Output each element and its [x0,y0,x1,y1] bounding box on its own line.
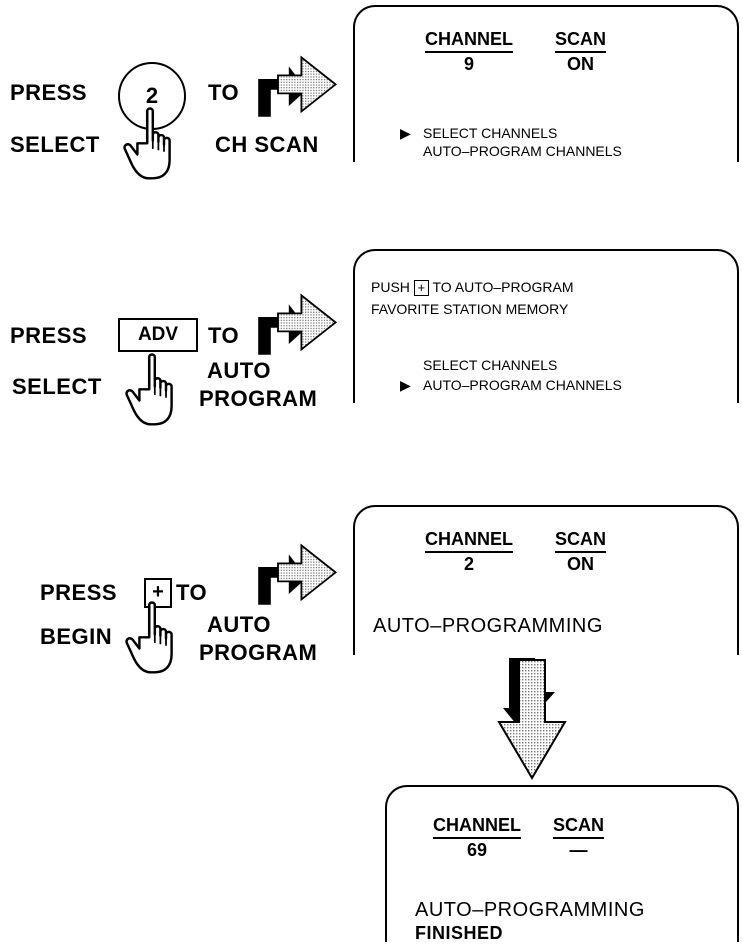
target-line-1: AUTO [207,358,271,383]
channel-header: CHANNEL 69 [433,815,521,860]
menu-item-auto-program[interactable]: AUTO–PROGRAM CHANNELS [423,143,622,159]
scan-value: ON [567,554,594,574]
scan-header: SCAN ON [555,29,607,74]
adv-button[interactable]: ADV [118,318,198,352]
scan-header: SCAN ON [555,529,607,574]
right-arrow-icon [250,540,342,612]
tv-screen-3: CHANNEL 2 SCAN ON AUTO–PROGRAMMING [353,505,739,655]
tv-screen-2: PUSH + TO AUTO–PROGRAM FAVORITE STATION … [353,249,739,403]
push-instruction-line-2: FAVORITE STATION MEMORY [371,301,569,317]
to-label: TO [208,80,240,105]
channel-value: 9 [463,54,474,74]
target-line-2: PROGRAM [199,386,318,411]
status-text-line-2: FINISHED [415,923,504,943]
target-line-1: AUTO [207,612,271,637]
triangle-right-icon: ▶ [400,125,411,141]
select-label: SELECT [12,374,102,399]
channel-header: CHANNEL 2 [425,529,513,574]
target-label: CH SCAN [215,132,319,157]
tv-screen-1: CHANNEL 9 SCAN ON ▶ SELECT CHANNELS AUTO… [353,5,739,162]
target-line-2: PROGRAM [199,640,318,665]
channel-value: 69 [466,840,488,860]
to-label: TO [176,580,208,605]
down-arrow-icon [488,652,570,782]
tv-screen-4: CHANNEL 69 SCAN — AUTO–PROGRAMMING FINIS… [385,785,739,943]
to-label: TO [208,323,240,348]
press-label: PRESS [10,323,88,348]
pointing-hand-icon [124,596,194,680]
press-label: PRESS [10,80,88,105]
channel-value: 2 [463,554,474,574]
right-arrow-icon [250,290,342,362]
push-instruction: PUSH + TO AUTO–PROGRAM [371,279,574,297]
scan-header: SCAN — [553,815,605,860]
pointing-hand-icon [122,102,192,186]
menu-item-select-channels[interactable]: SELECT CHANNELS [423,357,558,373]
status-text: AUTO–PROGRAMMING [373,615,603,637]
status-text: AUTO–PROGRAMMING [415,899,645,921]
channel-header: CHANNEL 9 [425,29,513,74]
plus-key-icon: + [413,280,429,297]
menu-item-auto-program[interactable]: AUTO–PROGRAM CHANNELS [423,377,622,393]
menu-item-select-channels[interactable]: SELECT CHANNELS [423,125,558,141]
pointing-hand-icon [124,348,194,432]
triangle-right-icon: ▶ [400,377,411,393]
select-label: SELECT [10,132,100,157]
scan-value: — [569,840,588,860]
begin-label: BEGIN [40,624,113,649]
press-label: PRESS [40,580,118,605]
scan-value: ON [567,54,594,74]
right-arrow-icon [250,52,342,124]
